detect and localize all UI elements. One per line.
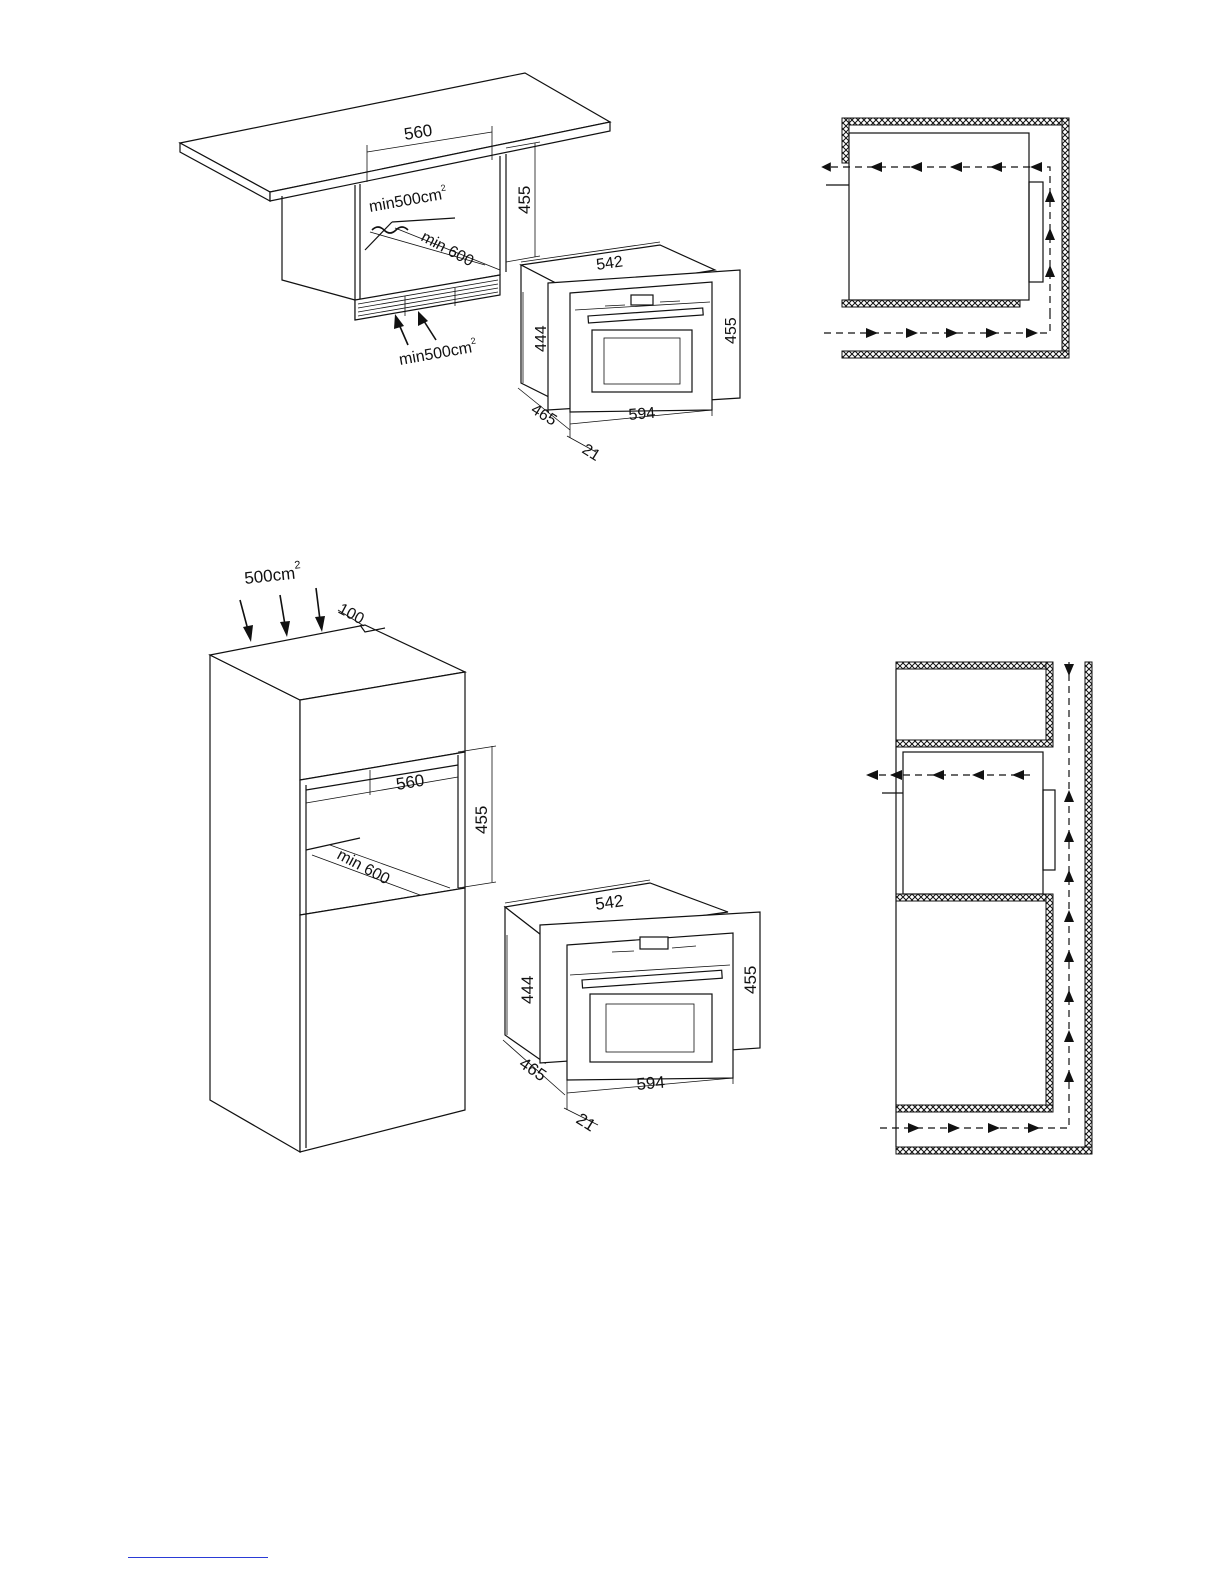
column-intake-airflow-path bbox=[880, 1123, 1069, 1133]
column-vent-area-label: 500cm2 bbox=[243, 559, 302, 588]
top-vent-area-text: min500cm bbox=[368, 186, 444, 216]
column-vent-area-sup: 2 bbox=[294, 559, 301, 572]
svg-text:min500cm2: min500cm2 bbox=[367, 183, 448, 216]
column-vent-area-text: 500cm bbox=[243, 564, 296, 588]
oven-right-height-label-bottom: 455 bbox=[741, 966, 760, 994]
footer-link-underline bbox=[128, 1557, 268, 1558]
countertop bbox=[180, 73, 610, 201]
bottom-vent-area-text: min500cm bbox=[398, 339, 474, 369]
oven-left-height-label-bottom: 444 bbox=[518, 976, 537, 1004]
oven-front-width-label-bottom: 594 bbox=[636, 1073, 666, 1094]
plinth-airflow-arrows bbox=[394, 311, 436, 345]
intake-airflow-path bbox=[824, 315, 1050, 338]
bottom-vent-area-sup: 2 bbox=[470, 336, 477, 347]
oven-right-height-label: 455 bbox=[723, 317, 740, 344]
column-top-gap-label: 100 bbox=[335, 601, 367, 629]
svg-text:min500cm2: min500cm2 bbox=[397, 336, 478, 369]
oven-front-width-label: 594 bbox=[628, 405, 656, 424]
oven-front-thickness-dimension: 21 bbox=[567, 436, 603, 465]
exhaust-airflow-path bbox=[826, 162, 1055, 315]
column-height-label: 455 bbox=[472, 806, 491, 834]
oven-front-thickness-label-bottom: 21 bbox=[573, 1109, 599, 1135]
bottom-vent-area-label: min500cm2 bbox=[397, 336, 478, 369]
airflow-section-bottom bbox=[866, 662, 1092, 1154]
cabinet-depth-label: min 600 bbox=[418, 229, 476, 271]
oven-top-depth-label-bottom: 542 bbox=[594, 891, 625, 914]
top-vent-area-label: min500cm2 bbox=[367, 183, 448, 216]
oven-front-thickness-dimension-bottom: 21 bbox=[564, 1108, 599, 1135]
tall-column-cabinet-diagram: 500cm2 100 560 455 min 600 bbox=[210, 559, 496, 1152]
column-top-gap-dimension: 100 bbox=[335, 601, 367, 629]
airflow-section-top bbox=[824, 118, 1069, 358]
column-vent-arrows bbox=[240, 588, 325, 642]
top-vent-area-sup: 2 bbox=[440, 183, 447, 194]
column-cabinet-body bbox=[210, 625, 465, 1152]
cabinet-height-dimension: 455 bbox=[506, 142, 540, 262]
cabinet-height-label: 455 bbox=[515, 186, 534, 214]
oven-section-outline bbox=[826, 133, 1043, 300]
oven-dimensions-bottom: 542 444 455 465 594 21 bbox=[503, 880, 760, 1135]
oven-window bbox=[592, 330, 692, 392]
oven-window-bottom bbox=[590, 994, 712, 1062]
oven-left-height-label: 444 bbox=[533, 325, 550, 352]
plinth-vent-grille bbox=[355, 275, 500, 320]
svg-text:500cm2: 500cm2 bbox=[243, 559, 302, 588]
oven-dimensions-top: 542 444 455 465 594 21 bbox=[518, 242, 740, 465]
